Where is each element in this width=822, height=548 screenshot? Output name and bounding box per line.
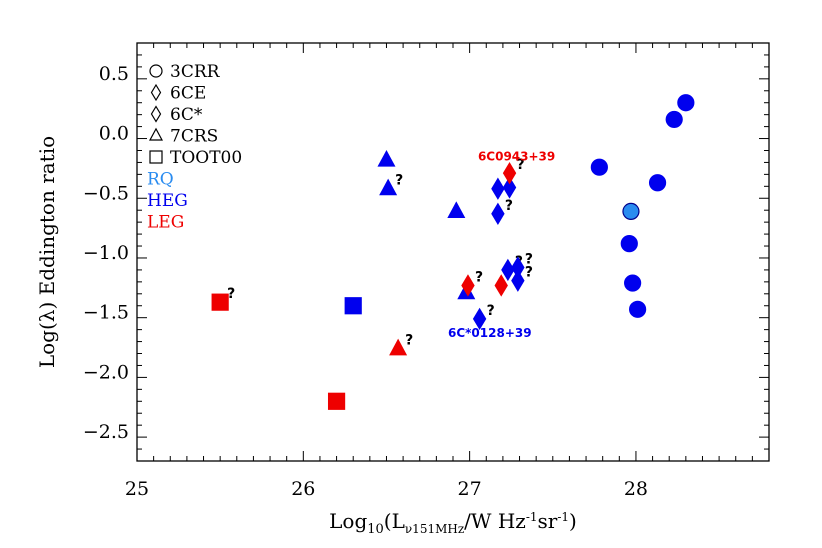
legend-triangle-marker bbox=[148, 127, 164, 141]
data-point-square bbox=[327, 392, 346, 410]
legend-square-marker bbox=[149, 150, 163, 164]
y-tick-label: 0.5 bbox=[99, 63, 129, 85]
uncertain-mark: ? bbox=[525, 252, 533, 268]
data-point-diamond bbox=[461, 274, 475, 297]
y-tick-label: −1.5 bbox=[83, 302, 129, 324]
x-tick-label: 28 bbox=[624, 478, 648, 500]
legend-label: 6CE bbox=[170, 84, 206, 104]
x-axis-title: Log10(Lν151MHz/W Hz-1sr-1) bbox=[329, 509, 577, 537]
uncertain-mark: ? bbox=[475, 269, 483, 285]
plot-frame bbox=[136, 42, 770, 462]
uncertain-mark: ? bbox=[517, 157, 525, 173]
data-points: ?????????? bbox=[211, 94, 695, 410]
data-point-circle bbox=[629, 300, 647, 318]
uncertain-mark: ? bbox=[405, 333, 413, 349]
legend-label: TOOT00 bbox=[170, 148, 242, 168]
x-tick-label: 27 bbox=[458, 478, 482, 500]
data-point-diamond bbox=[511, 269, 525, 292]
uncertain-mark: ? bbox=[487, 303, 495, 319]
data-point-diamond bbox=[502, 162, 517, 185]
legend-diamond-marker bbox=[150, 83, 162, 102]
x-tick-label: 25 bbox=[125, 478, 149, 500]
y-tick-label: 0.0 bbox=[99, 123, 129, 145]
x-tick-label: 26 bbox=[291, 478, 315, 500]
data-point-triangle bbox=[377, 149, 396, 167]
y-axis-title: Log(λ) Eddington ratio bbox=[35, 136, 59, 368]
annotations: 6C0943+39 6C*0128+39 bbox=[448, 149, 555, 340]
uncertain-mark: ? bbox=[505, 198, 513, 214]
point-annotation: 6C0943+39 bbox=[478, 149, 555, 163]
data-point-diamond bbox=[491, 177, 505, 200]
legend-diamond-marker bbox=[150, 105, 162, 123]
y-tick-labels: 0.5 0.0 −0.5 −1.0 −1.5 −2.0 −2.5 bbox=[83, 63, 129, 443]
data-point-diamond bbox=[502, 176, 517, 199]
data-point-circle bbox=[624, 274, 642, 292]
uncertain-mark: ? bbox=[395, 173, 403, 189]
axis-ticks bbox=[136, 42, 770, 462]
legend-label: 6C* bbox=[170, 105, 203, 125]
data-point-diamond bbox=[494, 274, 508, 297]
uncertain-mark: ? bbox=[525, 265, 533, 281]
legend-class-label: RQ bbox=[147, 170, 174, 190]
data-point-diamond bbox=[472, 307, 487, 331]
y-tick-label: −2.5 bbox=[83, 421, 129, 443]
data-point-circle bbox=[677, 94, 695, 112]
legend-class-label: LEG bbox=[147, 213, 184, 233]
data-point-square bbox=[211, 293, 229, 311]
data-point-circle bbox=[620, 235, 638, 253]
legend-label: 7CRS bbox=[170, 127, 218, 147]
data-point-triangle bbox=[447, 201, 466, 218]
legend-class-label: HEG bbox=[147, 191, 188, 211]
legend-circle-marker bbox=[149, 64, 163, 78]
data-point-square bbox=[344, 297, 362, 315]
y-tick-label: −1.0 bbox=[83, 242, 129, 264]
data-point-triangle bbox=[379, 178, 398, 196]
uncertain-mark: ? bbox=[227, 286, 235, 302]
data-point-diamond bbox=[501, 258, 515, 282]
data-point-triangle bbox=[389, 338, 408, 356]
data-point-circle bbox=[648, 174, 667, 192]
point-annotation: 6C*0128+39 bbox=[448, 326, 532, 340]
data-point-circle bbox=[622, 202, 640, 220]
data-point-diamond bbox=[491, 202, 505, 225]
x-tick-labels: 25 26 27 28 bbox=[125, 478, 648, 500]
data-point-circle bbox=[590, 158, 608, 176]
y-tick-label: −0.5 bbox=[83, 182, 129, 204]
legend-label: 3CRR bbox=[170, 62, 221, 82]
data-point-circle bbox=[665, 110, 683, 129]
y-tick-label: −2.0 bbox=[83, 361, 129, 383]
